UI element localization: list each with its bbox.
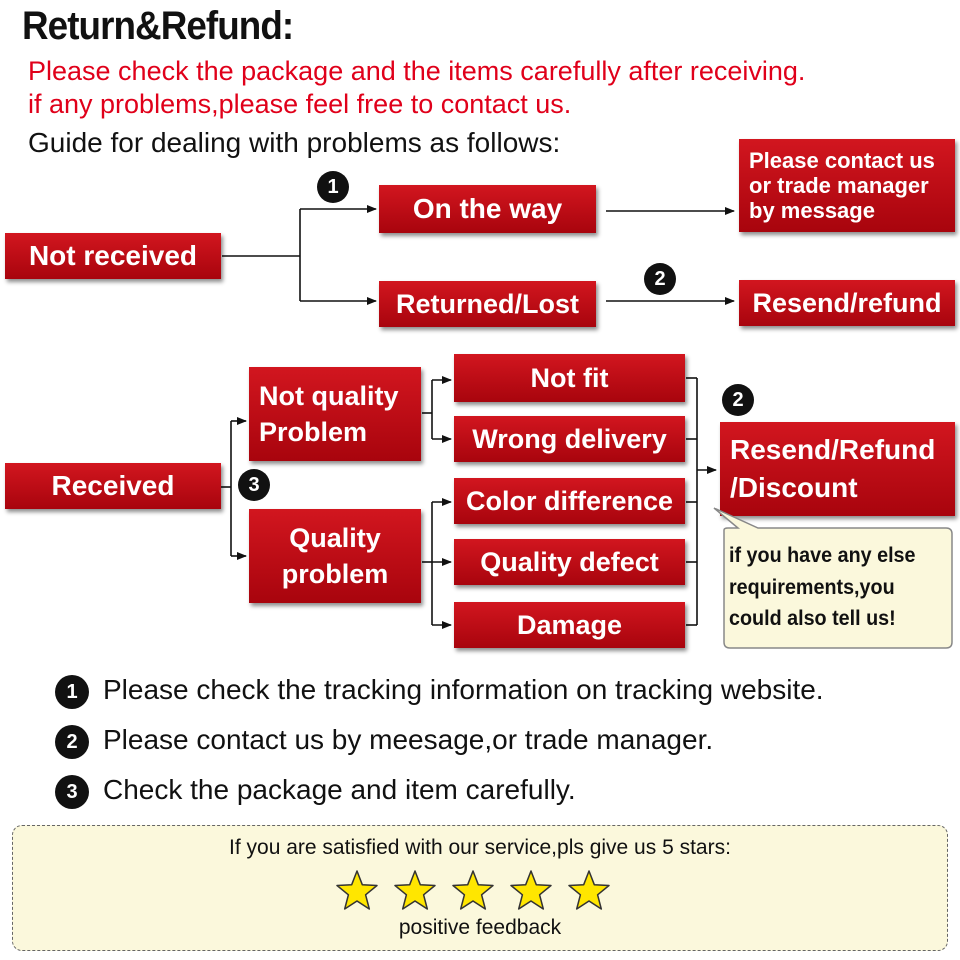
guide-heading: Guide for dealing with problems as follo…	[28, 127, 561, 158]
step-2-badge: 2	[644, 263, 676, 295]
star-rating	[336, 870, 610, 910]
color-difference-box: Color difference	[454, 478, 685, 524]
star-icon	[394, 870, 436, 910]
feedback-panel: If you are satisfied with our service,pl…	[12, 825, 948, 951]
received-box: Received	[5, 463, 221, 509]
step-1-badge: 1	[317, 171, 349, 203]
on-the-way-box: On the way	[379, 185, 596, 233]
note-3-text: Check the package and item carefully.	[103, 774, 576, 805]
star-icon	[568, 870, 610, 910]
note-3-badge: 3	[55, 775, 89, 809]
contact-box: Please contact us or trade manager by me…	[739, 139, 955, 232]
quality-defect-box: Quality defect	[454, 539, 685, 585]
resend-refund-box: Resend/refund	[739, 280, 955, 326]
step-2-badge-received: 2	[722, 384, 754, 416]
step-3-badge: 3	[238, 469, 270, 501]
star-icon	[452, 870, 494, 910]
page-title: Return&Refund:	[22, 4, 294, 48]
note-1-badge: 1	[55, 675, 89, 709]
not-fit-box: Not fit	[454, 354, 685, 402]
note-2-badge: 2	[55, 725, 89, 759]
callout-bubble	[713, 507, 953, 649]
resend-refund-discount-box: Resend/Refund /Discount	[720, 422, 955, 516]
feedback-label: positive feedback	[398, 916, 562, 939]
note-2-text: Please contact us by meesage,or trade ma…	[103, 724, 714, 755]
note-1-text: Please check the tracking information on…	[103, 674, 824, 705]
returned-lost-box: Returned/Lost	[379, 281, 596, 327]
quality-problem-box: Quality problem	[249, 509, 421, 603]
intro-line-2: if any problems,please feel free to cont…	[28, 89, 572, 119]
star-icon	[510, 870, 552, 910]
damage-box: Damage	[454, 602, 685, 648]
feedback-prompt: If you are satisfied with our service,pl…	[229, 836, 731, 859]
not-received-box: Not received	[5, 233, 221, 279]
star-icon	[336, 870, 378, 910]
callout-text: if you have any else requirements,you co…	[729, 544, 916, 630]
intro-line-1: Please check the package and the items c…	[28, 56, 806, 86]
wrong-delivery-box: Wrong delivery	[454, 416, 685, 462]
not-quality-problem-box: Not quality Problem	[249, 367, 421, 461]
